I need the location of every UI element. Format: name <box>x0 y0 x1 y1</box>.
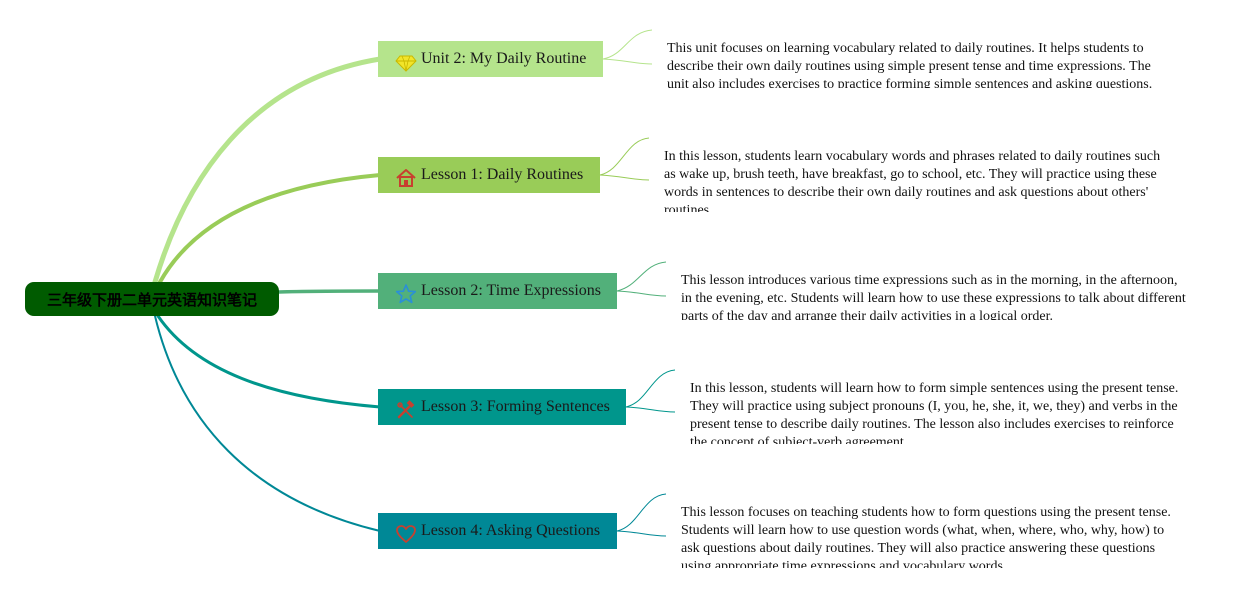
branch-connector-3 <box>277 289 382 294</box>
topic-lesson-1-daily-routines[interactable]: Lesson 1: Daily Routines <box>378 157 600 193</box>
topic-lesson-4-asking-questions[interactable]: Lesson 4: Asking Questions <box>378 513 617 549</box>
note-connector-4 <box>625 369 676 413</box>
topic-note: This lesson introduces various time expr… <box>681 273 1186 320</box>
heart-icon <box>395 523 417 545</box>
house-icon <box>395 167 417 189</box>
root-title: 三年级下册二单元英语知识笔记 <box>46 290 257 309</box>
topic-label: Lesson 1: Daily Routines <box>421 166 584 183</box>
note-connector-1 <box>602 29 653 65</box>
branch-connector-4 <box>156 314 382 409</box>
topic-note: This unit focuses on learning vocabulary… <box>667 41 1153 88</box>
topic-lesson-2-time-expressions[interactable]: Lesson 2: Time Expressions <box>378 273 617 309</box>
topic-label: Lesson 4: Asking Questions <box>421 522 601 539</box>
root-topic[interactable]: 三年级下册二单元英语知识笔记 <box>25 282 279 316</box>
tools-icon <box>395 399 417 421</box>
note-connector-3 <box>616 261 667 297</box>
topic-lesson-3-forming-sentences[interactable]: Lesson 3: Forming Sentences <box>378 389 626 425</box>
branch-connector-2 <box>158 173 382 284</box>
branch-connector-1 <box>152 56 383 285</box>
topic-unit-2-my-daily-routine[interactable]: Unit 2: My Daily Routine <box>378 41 603 77</box>
branch-connector-5 <box>154 315 381 532</box>
topic-note: This lesson focuses on teaching students… <box>681 505 1171 568</box>
topic-label: Unit 2: My Daily Routine <box>421 50 587 67</box>
topic-label: Lesson 3: Forming Sentences <box>421 398 610 415</box>
note-connector-2 <box>599 137 650 181</box>
diamond-icon <box>395 51 417 73</box>
topic-label: Lesson 2: Time Expressions <box>421 282 602 299</box>
note-connector-5 <box>616 493 667 537</box>
topic-note: In this lesson, students will learn how … <box>690 381 1179 444</box>
topic-note: In this lesson, students learn vocabular… <box>664 149 1161 212</box>
star-icon <box>395 283 417 305</box>
